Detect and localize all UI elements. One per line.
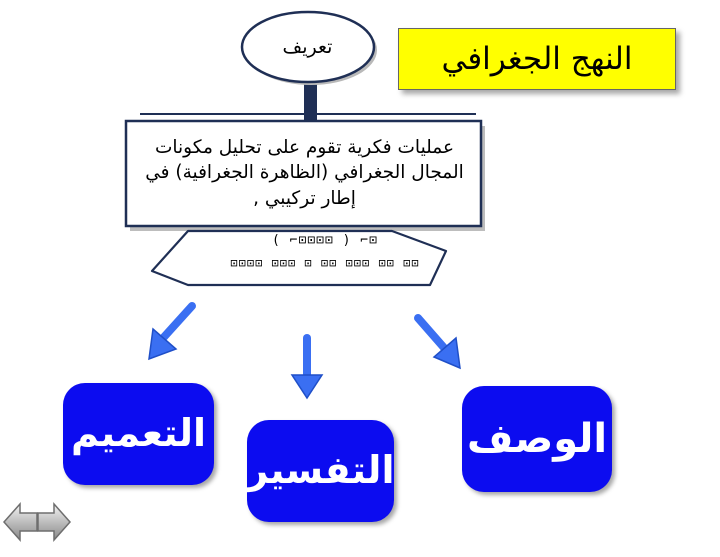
page-title: النهج الجغرافي bbox=[398, 28, 676, 90]
forward-arrow-icon[interactable] bbox=[37, 502, 72, 542]
arrow-left-icon bbox=[148, 302, 196, 361]
arrow-middle-icon bbox=[290, 334, 324, 400]
garbled-text-line-1: ( ⌐⊡⊡⊡⊡ ) ⌐⊡ bbox=[272, 233, 378, 248]
definition-text: عمليات فكرية تقوم على تحليل مكونات المجا… bbox=[145, 136, 464, 209]
connector-stem bbox=[304, 80, 317, 122]
interpretation-box: التفسير bbox=[247, 420, 394, 522]
definition-box bbox=[124, 119, 483, 228]
arrow-right-icon bbox=[414, 314, 461, 370]
back-arrow-icon[interactable] bbox=[2, 502, 38, 542]
nav-arrows bbox=[2, 502, 72, 542]
generalization-box: التعميم bbox=[63, 383, 214, 485]
garbled-text-line-2: ⊡⊡⊡⊡ ⊡⊡⊡ ⊡ ⊡⊡ ⊡⊡⊡ ⊡⊡ ⊡⊡ bbox=[230, 256, 420, 270]
definition-label: تعريف bbox=[282, 36, 333, 58]
definition-oval bbox=[240, 10, 376, 84]
hexagon-shape bbox=[150, 229, 448, 287]
description-box: الوصف bbox=[462, 386, 612, 492]
